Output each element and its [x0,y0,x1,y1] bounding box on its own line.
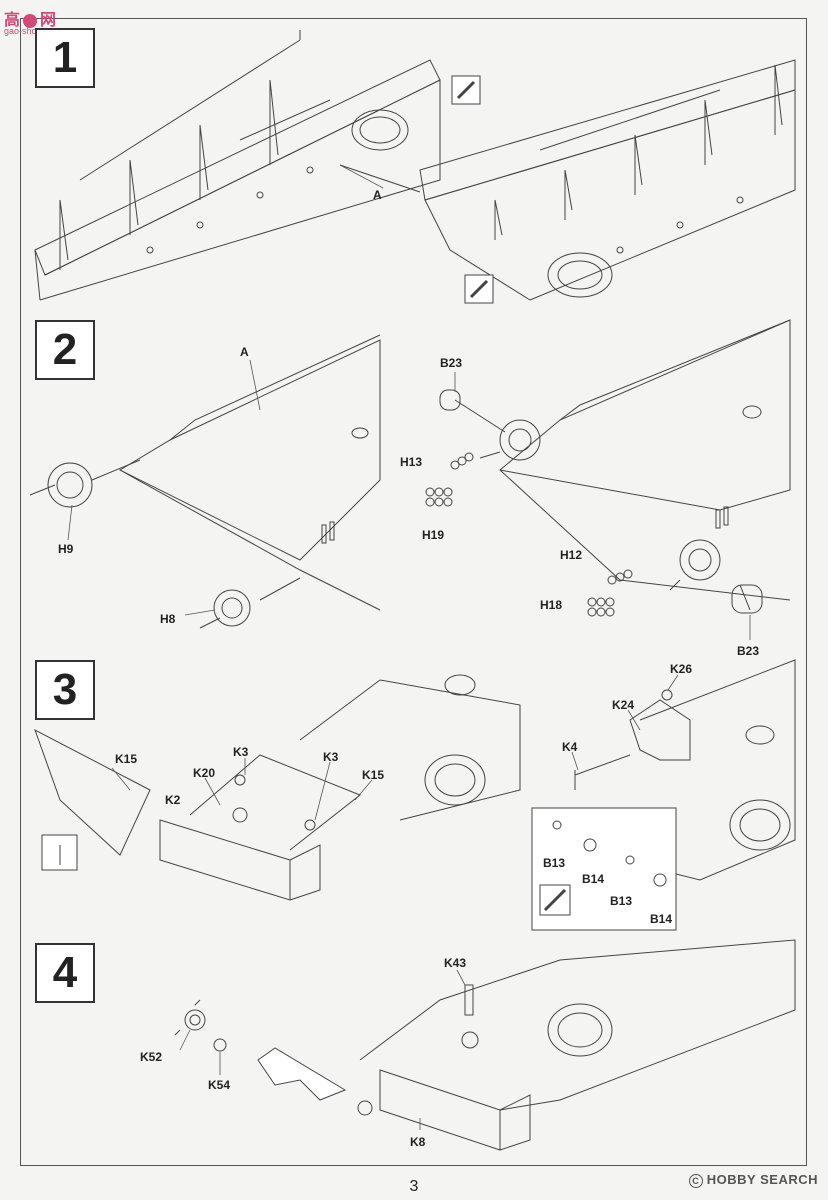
step-2-right-hull-rear [425,319,791,617]
label-a-step1: A [373,188,382,202]
step-1-right-hull [339,59,796,301]
label-k52: K52 [140,1050,163,1064]
step-4-rear-assembly [174,939,796,1151]
label-b13-top: B13 [543,856,566,870]
step-1-cement-icons [451,75,494,304]
label-k43: K43 [444,956,467,970]
label-k2: K2 [165,793,181,807]
label-b14-bottom: B14 [650,912,673,926]
page-number: 3 [409,1178,419,1195]
step-3-number: 3 [35,660,95,720]
label-k3-left: K3 [233,745,249,759]
label-b23-bottom: B23 [737,644,760,658]
watermark-circle-icon: C [688,1174,703,1188]
label-h12: H12 [560,548,583,562]
watermark-url: gao-shou.com [4,26,62,36]
step-3-plates [34,674,521,901]
step-4-number: 4 [35,943,95,1003]
label-h18: H18 [540,598,563,612]
watermark-logo: 高网 [4,12,57,29]
label-k8: K8 [410,1135,426,1149]
step-3-right-assembly [531,659,796,931]
page-frame [20,18,807,1166]
step-2-number: 2 [35,320,95,380]
leader-lines [67,164,751,1130]
label-k54: K54 [208,1078,231,1092]
step-2-left-hull-rear [29,334,381,629]
label-k20: K20 [193,766,216,780]
step-1-left-hull [34,30,441,301]
label-b23-top: B23 [440,356,463,370]
label-k15-left: K15 [115,752,138,766]
label-b13-bottom: B13 [610,894,633,908]
label-a-step2: A [240,345,249,359]
label-k4: K4 [562,740,578,754]
label-b14-top: B14 [582,872,605,886]
label-h13: H13 [400,455,423,469]
label-h8: H8 [160,612,176,626]
label-k3-right: K3 [323,750,339,764]
label-h19: H19 [422,528,445,542]
label-k15-right: K15 [362,768,385,782]
label-k26: K26 [670,662,693,676]
step-1-number: 1 [35,28,95,88]
label-k24: K24 [612,698,635,712]
label-h9: H9 [58,542,74,556]
